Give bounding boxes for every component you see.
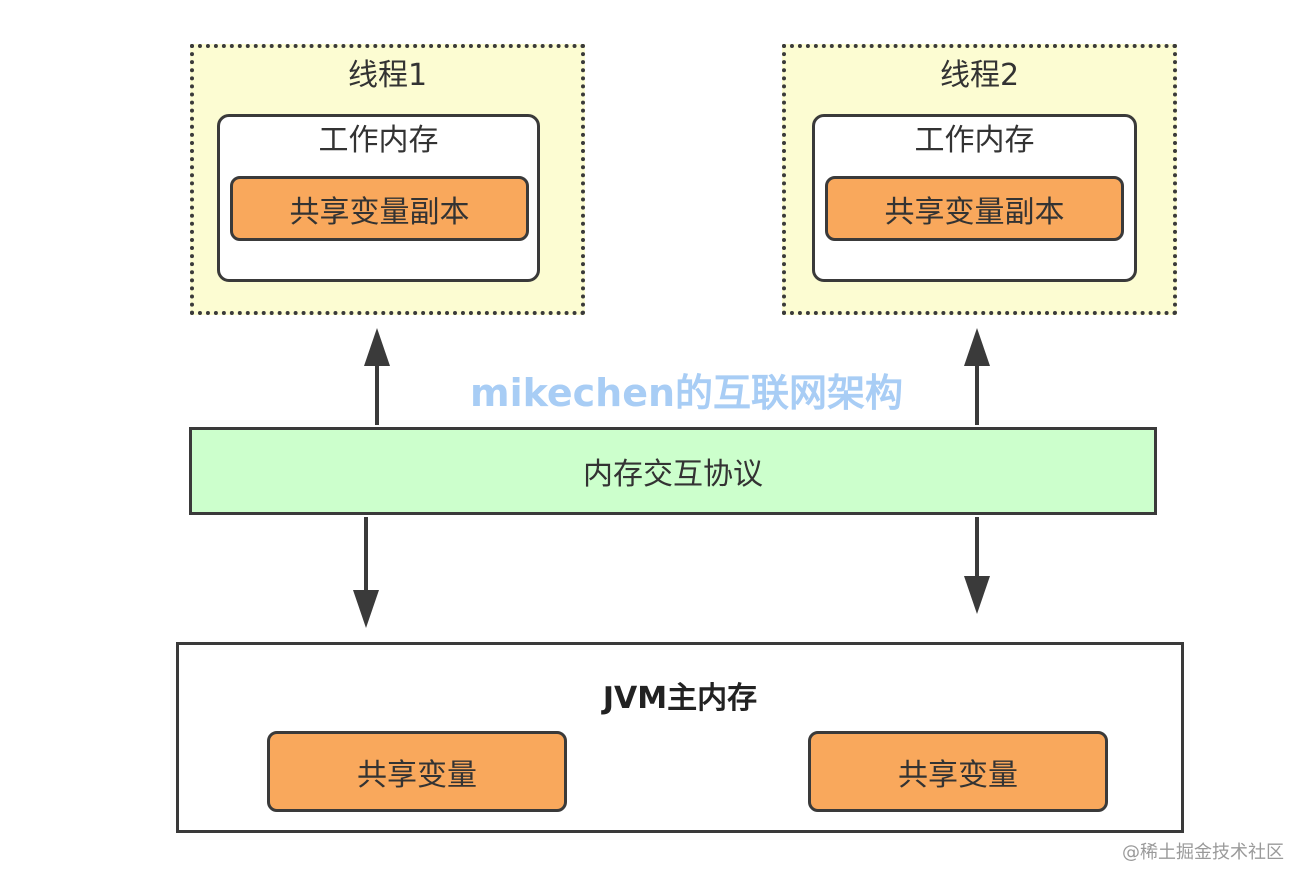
- thread-2-title: 线程2: [939, 58, 1020, 93]
- watermark-text: mikechen的互联网架构: [470, 371, 904, 415]
- jvm-main-memory-title: JVM主内存: [602, 681, 758, 716]
- arrow-up-icon: [364, 328, 390, 366]
- thread-1-work-memory: 工作内存 共享变量副本: [217, 114, 540, 282]
- thread-2-work-memory-title: 工作内存: [914, 123, 1035, 158]
- jvm-main-memory-box: JVM主内存 共享变量 共享变量: [176, 642, 1184, 833]
- thread-1-work-memory-title: 工作内存: [318, 123, 439, 158]
- arrow-down-icon: [964, 576, 990, 614]
- thread-2-shared-variable-copy: 共享变量副本: [825, 176, 1124, 241]
- thread-1-shared-variable-copy: 共享变量副本: [230, 176, 529, 241]
- arrow-up-icon: [964, 328, 990, 366]
- thread-1-box: 线程1 工作内存 共享变量副本: [190, 44, 585, 315]
- arrow-down-icon: [353, 590, 379, 628]
- thread-2-work-memory: 工作内存 共享变量副本: [812, 114, 1137, 282]
- jvm-shared-variable-1: 共享变量: [267, 731, 567, 812]
- thread-2-box: 线程2 工作内存 共享变量副本: [782, 44, 1177, 315]
- memory-interaction-protocol: 内存交互协议: [189, 427, 1157, 515]
- jvm-shared-variable-2: 共享变量: [808, 731, 1108, 812]
- source-credit: @稀土掘金技术社区: [1122, 842, 1284, 863]
- thread-1-title: 线程1: [347, 58, 428, 93]
